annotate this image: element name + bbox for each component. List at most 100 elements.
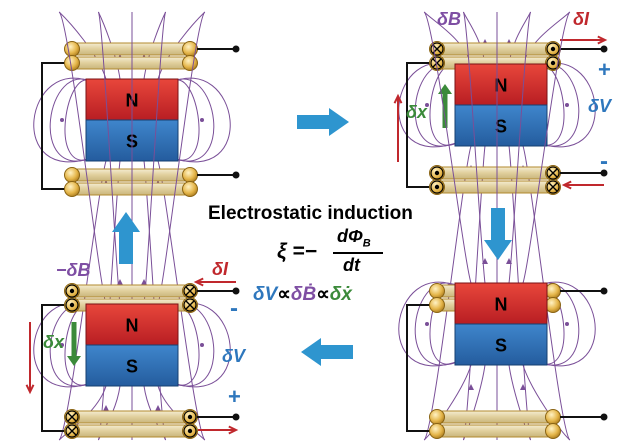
bl-delta-b: −δB [56,260,91,280]
panel-bottom-left-current-mark-7-ring [183,424,197,438]
panel-bottom-left-current-mark-7-dot [187,428,193,434]
bl-motion-head [67,356,81,366]
panel-bottom-right-field-line-top-0 [423,11,472,284]
panel-bottom-left-field-arrowhead-3 [155,405,161,411]
panel-bottom-right-bottom-coil-ball-right-1 [545,423,561,439]
panel-bottom-right-wire-loop [406,304,445,432]
panel-bottom-left-current-mark-4-cross [67,412,77,422]
tr-plus: + [598,57,611,82]
prop-dv: δV [253,284,278,305]
panel-top-right-current-mark-4-ring [430,166,444,180]
panel-bottom-right-field-loop-left-1 [414,282,460,366]
panel-top-left-top-coil-ball-left-1 [64,55,80,71]
panel-top-right-bottom-terminal [600,169,608,177]
panel-bottom-left-field-arrowhead-0 [117,279,123,285]
panel-top-left-bottom-coil-ball-right-1 [182,181,198,197]
panel-bottom-right-magnet-south-block [454,323,548,366]
panel-top-right-magnet-south-label: S [495,117,507,137]
panel-bottom-left: NS [25,11,240,441]
panel-top-left-field-loop-right-1 [169,78,215,162]
panel-bottom-right-bottom-coil-ball-left-1 [429,423,445,439]
panel-top-left-wire-loop [41,62,80,190]
panel-bottom-right-field-line-bottom-0 [423,364,472,441]
panel-top-left-field-loop-right-0 [169,79,200,161]
panel-bottom-right: NS [398,11,608,441]
panel-bottom-right-field-loop-left-2 [398,281,460,367]
panel-top-left-bottom-coil-tube-1 [71,182,191,196]
panel-bottom-left-magnet-north-label: N [126,316,139,336]
panel-top-right-current-mark-6-cross [548,168,558,178]
panel-top-left-field-loop-left-1 [49,78,95,162]
panel-bottom-left-current-mark-3-ring [183,298,197,312]
tr-delta-v: δV [588,96,611,116]
panel-top-right-top-terminal [600,45,608,53]
panel-top-left-field-line-top-4 [157,11,206,80]
tr-delta-x: δx [406,102,427,122]
prop-symbol-1: ∝ [277,284,291,305]
panel-bottom-left-bottom-terminal [232,413,240,421]
panel-bottom-right-field-arrowhead-0 [482,258,488,264]
panel-bottom-left-field-line-top-0 [58,11,107,305]
panel-top-right-current-mark-4-dot [434,170,440,176]
panel-top-left-bottom-coil-tube-0 [71,168,191,182]
panel-bottom-right-field-arrowhead-1 [506,258,512,264]
panel-top-right-current-mark-7-ring [546,180,560,194]
panel-bottom-right-field-arrowhead-3 [520,384,526,390]
panel-bottom-left-bottom-coil-tube-0 [71,410,191,424]
panel-bottom-left-current-mark-5-ring [65,424,79,438]
panel-top-left-field-line-top-3 [143,11,167,80]
panel-bottom-left-current-mark-3-cross [185,300,195,310]
panel-bottom-left-current-mark-6-dot [187,414,193,420]
equation-numerator: dΦB [337,226,371,250]
panel-bottom-right-bottom-terminal [600,413,608,421]
bl-current-bottom-head [228,425,239,435]
panel-top-right-current-mark-7-cross [548,182,558,192]
panel-top-left-bottom-coil-ball-left-0 [64,167,80,183]
panel-top-left-field-line-top-1 [97,11,121,80]
panel-bottom-right-field-line-bottom-4 [522,364,571,441]
panel-top-right-current-mark-3-ring [546,56,560,70]
bl-delta-x: δx [43,332,64,352]
prop-dx: δẋ [329,284,352,305]
equation-lhs: ξ =− [277,240,317,263]
panel-top-left-bottom-coil-ball-left-1 [64,181,80,197]
flow-arrows-layer [112,108,512,366]
panel-top-right-current-mark-2-dot [550,46,556,52]
equation-denominator: dt [343,255,360,275]
panel-bottom-right-top-coil-ball-left-1 [429,297,445,313]
tr-current-bottom-head [561,180,572,190]
panel-top-left-field-loop-left-2 [33,77,95,163]
panel-top-right-bottom-coil-tube-0 [436,166,554,180]
panel-top-right-current-mark-5-dot [434,184,440,190]
diagram-title: Electrostatic induction [208,203,413,224]
bl-delta-v: δV [222,346,245,366]
panel-bottom-right-field-loop-right-2 [534,281,596,367]
panel-top-left-top-coil-tube-1 [71,56,191,70]
panel-bottom-right-magnet-south-label: S [495,336,507,356]
panel-bottom-left-field-arrowhead-2 [103,405,109,411]
panel-bottom-left-current-mark-0-ring [65,284,79,298]
bl-current-side-head [25,384,35,395]
tr-delta-i: δI [573,9,589,29]
panel-top-left-field-marker-left [60,118,64,122]
panel-top-right-magnet-north-label: N [495,76,508,96]
panel-bottom-left-field-line-top-4 [157,11,206,305]
panel-bottom-right-top-coil-ball-right-0 [545,283,561,299]
panel-bottom-right-magnet-north-label: N [495,295,508,315]
bl-delta-i: δI [212,259,228,279]
panel-top-right-field-marker-right [565,103,569,107]
fraction-bar [333,252,383,254]
panel-top-left-bottom-coil-ball-right-0 [182,167,198,183]
panel-bottom-left-field-marker-right [200,343,204,347]
flow-arrow-up [112,212,140,264]
prop-symbol-2: ∝ [316,284,330,305]
tr-current-side-head [393,93,403,104]
panel-bottom-right-top-coil-ball-left-0 [429,283,445,299]
tr-current-top-head [597,35,608,45]
panel-bottom-right-field-marker-right [565,322,569,326]
panel-bottom-right-bottom-coil-tube-0 [436,410,554,424]
panel-bottom-left-top-coil-tube-0 [71,284,191,298]
panel-top-right-current-mark-3-dot [550,60,556,66]
panel-top-right-field-marker-left [425,103,429,107]
